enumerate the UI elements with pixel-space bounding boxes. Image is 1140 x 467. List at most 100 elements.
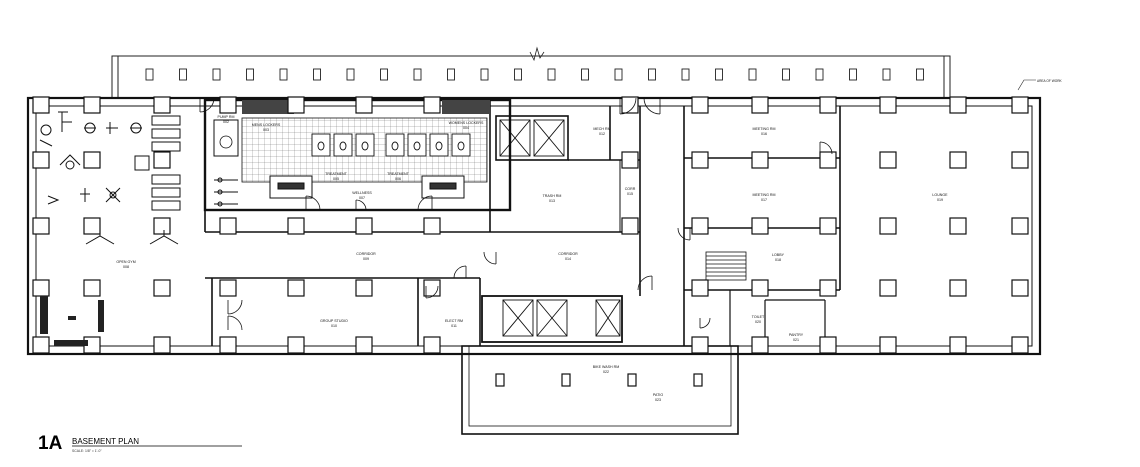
- structural-column: [691, 151, 709, 169]
- structural-column: [621, 96, 639, 114]
- vault-window: [179, 68, 187, 81]
- door-swing-arc: [305, 195, 321, 211]
- door-swing-arc: [227, 315, 243, 331]
- structural-column: [32, 151, 50, 169]
- structural-column: [355, 279, 373, 297]
- structural-column: [287, 96, 305, 114]
- toilet-fixture: [339, 141, 347, 151]
- structural-column: [153, 279, 171, 297]
- structural-column: [423, 336, 441, 354]
- vault-window: [413, 68, 422, 81]
- door-swing-arc: [199, 97, 215, 113]
- room-label-wellness: WELLNESS: [352, 191, 372, 195]
- room-label-corridor-1: CORRIDOR: [356, 252, 376, 256]
- door-swing-arc: [819, 141, 833, 155]
- door-swing-arc: [417, 195, 433, 211]
- structural-column: [287, 336, 305, 354]
- structural-column: [1011, 217, 1029, 235]
- door-swing-arc: [699, 317, 711, 329]
- lobby-stair: [705, 251, 747, 281]
- structural-column: [32, 336, 50, 354]
- vault-window: [145, 68, 154, 81]
- structural-column: [287, 279, 305, 297]
- structural-column: [153, 217, 171, 235]
- door-swing-arc: [453, 265, 467, 279]
- vault-window: [748, 68, 757, 81]
- structural-column: [1011, 96, 1029, 114]
- structural-column: [819, 96, 837, 114]
- door-swing-arc: [677, 227, 691, 241]
- room-number-pump-rm: 002: [223, 120, 229, 124]
- room-number-bike-wash: 022: [603, 370, 609, 374]
- room-number-open-gym: 008: [123, 265, 129, 269]
- structural-column: [751, 96, 769, 114]
- structural-column: [219, 279, 237, 297]
- structural-column: [153, 96, 171, 114]
- structural-column: [879, 151, 897, 169]
- room-number-treatment-2: 006: [395, 177, 401, 181]
- structural-column: [219, 336, 237, 354]
- vault-window: [916, 68, 924, 81]
- structural-column: [819, 279, 837, 297]
- vault-window: [882, 68, 891, 81]
- room-label-treatment-1: TREATMENT: [325, 172, 347, 176]
- room-label-patio: PATIO: [653, 393, 663, 397]
- structural-column: [219, 217, 237, 235]
- structural-column: [621, 151, 639, 169]
- room-label-trash-rm: TRASH RM: [543, 194, 562, 198]
- door-swing-arc: [227, 299, 243, 315]
- structural-column: [751, 336, 769, 354]
- drawing-title: BASEMENT PLAN: [72, 437, 139, 446]
- room-label-toilet: TOILET: [752, 315, 765, 319]
- structural-column: [423, 96, 441, 114]
- structural-column: [423, 217, 441, 235]
- room-number-patio: 023: [655, 398, 661, 402]
- room-number-toilet: 020: [755, 320, 761, 324]
- drawing-title-block: 1A BASEMENT PLAN SCALE: 1/8" = 1'-0": [38, 433, 242, 454]
- vault-window: [514, 68, 522, 81]
- structural-column: [879, 217, 897, 235]
- room-label-lobby: LOBBY: [772, 253, 785, 257]
- weight-racks: [40, 296, 104, 346]
- structural-column: [32, 279, 50, 297]
- room-number-lobby: 018: [775, 258, 781, 262]
- vault-window: [246, 68, 254, 81]
- structural-column: [355, 336, 373, 354]
- structural-column: [949, 336, 967, 354]
- room-label-lounge: LOUNGE: [932, 193, 948, 197]
- structural-column: [949, 151, 967, 169]
- toilet-fixture: [391, 141, 399, 151]
- structural-column: [1011, 151, 1029, 169]
- patio-column: [627, 373, 637, 387]
- room-label-corr: CORR: [625, 187, 636, 191]
- structural-column: [32, 217, 50, 235]
- structural-column: [819, 151, 837, 169]
- structural-column: [751, 279, 769, 297]
- room-label-bike-wash: BIKE WASH RM: [593, 365, 619, 369]
- structural-column: [691, 96, 709, 114]
- room-label-meeting-rm-1: MEETING RM: [753, 127, 776, 131]
- vault-window: [279, 68, 288, 81]
- vault-window-openings: [145, 68, 924, 81]
- door-swing-arc: [643, 97, 661, 115]
- upper-vault-strip: [111, 46, 951, 99]
- vault-window: [480, 68, 489, 81]
- door-swings: [199, 97, 833, 331]
- room-label-mens-lockers: MENS LOCKERS: [252, 123, 281, 127]
- elevators: [499, 119, 621, 337]
- vault-window: [212, 68, 221, 81]
- area-of-work-callout: AREA OF WORK: [1017, 79, 1062, 91]
- structural-columns: [32, 96, 1029, 387]
- room-number-corridor-2: 014: [565, 257, 571, 261]
- structural-column: [879, 96, 897, 114]
- vault-window: [648, 68, 656, 81]
- toilet-fixture: [413, 141, 421, 151]
- room-label-pantry: PANTRY: [789, 333, 804, 337]
- vault-window: [547, 68, 556, 81]
- room-label-group-studio: GROUP STUDIO: [320, 319, 348, 323]
- structural-column: [879, 336, 897, 354]
- structural-column: [32, 96, 50, 114]
- room-label-elect-rm: ELECT RM: [445, 319, 463, 323]
- vault-window: [346, 68, 355, 81]
- patio-extension: [461, 345, 739, 435]
